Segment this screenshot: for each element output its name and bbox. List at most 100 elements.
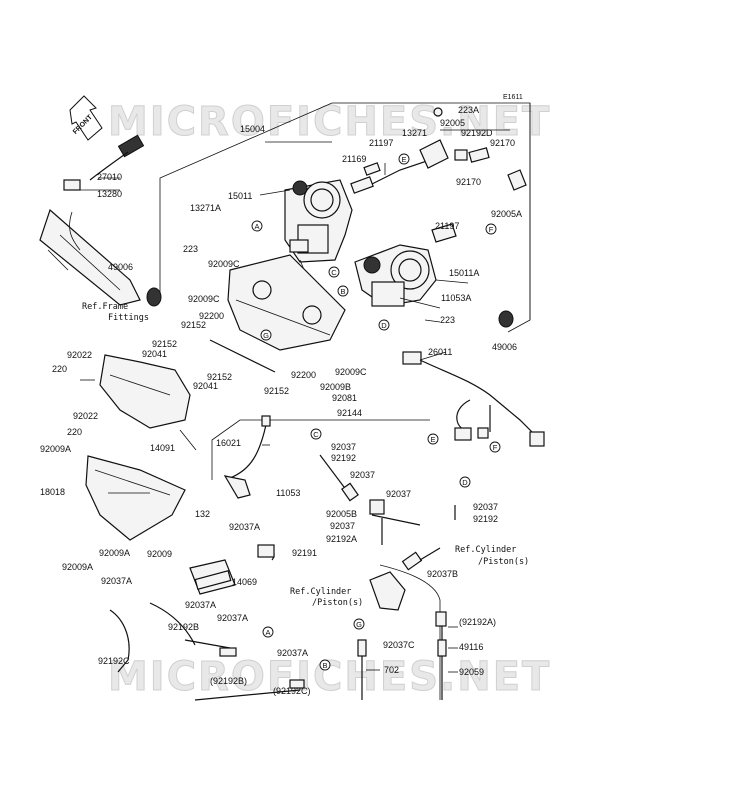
throttle-linkage <box>350 107 527 243</box>
svg-text:D: D <box>462 478 468 487</box>
label-92009a-bottom: 92009A <box>62 562 93 572</box>
label-223: 223 <box>183 244 198 254</box>
label-11053: 11053 <box>276 488 300 498</box>
label-702: 702 <box>384 665 399 675</box>
label-92192-b: 92192 <box>473 514 498 524</box>
label-92037-e: 92037 <box>473 502 498 512</box>
callout-c-bottom: C <box>310 428 322 440</box>
fuel-pump-14069 <box>109 544 367 701</box>
harness-26011 <box>402 351 545 447</box>
front-arrow-icon: FRONT <box>69 95 103 141</box>
svg-text:F: F <box>493 443 498 452</box>
label-220-bottom: 220 <box>67 427 82 437</box>
carburetor-15011a <box>354 244 437 307</box>
label-14091: 14091 <box>150 443 175 453</box>
svg-text:B: B <box>322 661 327 670</box>
label-92170-right: 92170 <box>490 138 515 148</box>
ref-cylinder-right-line1: Ref.Cylinder <box>455 545 516 555</box>
svg-text:A: A <box>265 628 270 637</box>
label-92009: 92009 <box>147 549 172 559</box>
callout-e-top: E <box>398 153 410 165</box>
ref-cylinder-right-line2: /Piston(s) <box>478 557 529 567</box>
label-21197-top: 21197 <box>369 138 393 148</box>
label-92009c-top: 92009C <box>208 259 240 269</box>
intake-plate <box>209 254 346 373</box>
ref-cylinder-left-line1: Ref.Cylinder <box>290 587 351 597</box>
choke-cable <box>223 415 271 499</box>
label-21197-mid: 21197 <box>435 221 459 231</box>
label-13271a: 13271A <box>190 203 221 213</box>
label-92192a: 92192A <box>326 534 357 544</box>
cylinder-ref <box>369 571 406 611</box>
label-92009b: 92009B <box>320 382 351 392</box>
callout-d-bottom: D <box>459 476 471 488</box>
label-92037a-3: 92037A <box>185 600 216 610</box>
svg-text:A: A <box>254 222 259 231</box>
callout-f-bottom: F <box>489 441 501 453</box>
label-15011: 15011 <box>228 191 252 201</box>
ref-cylinder-left-line2: /Piston(s) <box>312 598 363 608</box>
diagram-id: E1611 <box>503 94 523 101</box>
label-92192b: 92192B <box>168 622 199 632</box>
label-92037-d: 92037 <box>330 521 355 531</box>
svg-text:G: G <box>356 620 362 629</box>
label-92005b: 92005B <box>326 509 357 519</box>
label-92192c: 92192C <box>98 656 130 666</box>
svg-text:B: B <box>340 287 345 296</box>
label-92037-b: 92037 <box>350 470 375 480</box>
label-15011a: 15011A <box>449 268 479 278</box>
label-92037a-5: 92037A <box>277 648 308 658</box>
label-220-top: 220 <box>52 364 67 374</box>
label-92152-c: 92152 <box>207 372 232 382</box>
callout-c-top: C <box>328 266 340 278</box>
ref-frame-line2: Fittings <box>108 313 149 323</box>
label-92009c-mid: 92009C <box>188 294 220 304</box>
label-92144: 92144 <box>337 408 362 418</box>
watermark-bottom: MICROFICHES.NET <box>108 654 551 700</box>
label-92152-d: 92152 <box>264 386 289 396</box>
label-92037a-2: 92037A <box>101 576 132 586</box>
label-92009a-top: 92009A <box>40 444 71 454</box>
boot-49006-left <box>146 287 162 307</box>
label-92192d: 92192D <box>461 128 493 138</box>
callout-markers: A A B B C C D D E E F F G G <box>251 153 501 671</box>
side-cover-14091 <box>99 354 191 429</box>
reference-labels: Ref.Frame Fittings Ref.Cylinder /Piston(… <box>82 302 529 608</box>
label-13280: 13280 <box>97 189 122 199</box>
label-92022-bottom: 92022 <box>73 411 98 421</box>
label-21169: 21169 <box>342 154 366 164</box>
label-18018: 18018 <box>40 487 65 497</box>
svg-text:D: D <box>381 321 387 330</box>
label-92170: 92170 <box>456 177 481 187</box>
label-92192b-paren: (92192B) <box>210 676 247 686</box>
svg-text:E: E <box>401 155 406 164</box>
label-49006-right: 49006 <box>492 342 517 352</box>
label-15004: 15004 <box>240 124 265 134</box>
svg-text:C: C <box>331 268 337 277</box>
vent-hoses <box>319 454 456 700</box>
label-92152-b: 92152 <box>152 339 177 349</box>
frame-fitting-bracket <box>39 134 145 306</box>
label-92037-a: 92037 <box>331 442 356 452</box>
callout-b-bottom: B <box>319 659 331 671</box>
callout-f-top: F <box>485 223 497 235</box>
svg-text:G: G <box>263 331 269 340</box>
label-92191: 92191 <box>292 548 317 558</box>
svg-text:F: F <box>489 225 494 234</box>
carburetor-15011 <box>284 179 353 273</box>
label-49006-left: 49006 <box>108 262 133 272</box>
callout-g-bottom: G <box>353 618 365 630</box>
callout-g-top: G <box>260 329 272 341</box>
label-92009c-bottom: 92009C <box>335 367 367 377</box>
label-16021: 16021 <box>216 438 241 448</box>
label-92041-top: 92041 <box>142 349 167 359</box>
label-14069: 14069 <box>232 577 257 587</box>
label-92037a-4: 92037A <box>217 613 248 623</box>
boot-49006-right <box>498 310 514 328</box>
watermark-top: MICROFICHES.NET <box>108 99 551 145</box>
ref-frame-line1: Ref.Frame <box>82 302 128 312</box>
label-92200-top: 92200 <box>199 311 224 321</box>
label-92152-a: 92152 <box>181 320 206 330</box>
svg-text:C: C <box>313 430 319 439</box>
